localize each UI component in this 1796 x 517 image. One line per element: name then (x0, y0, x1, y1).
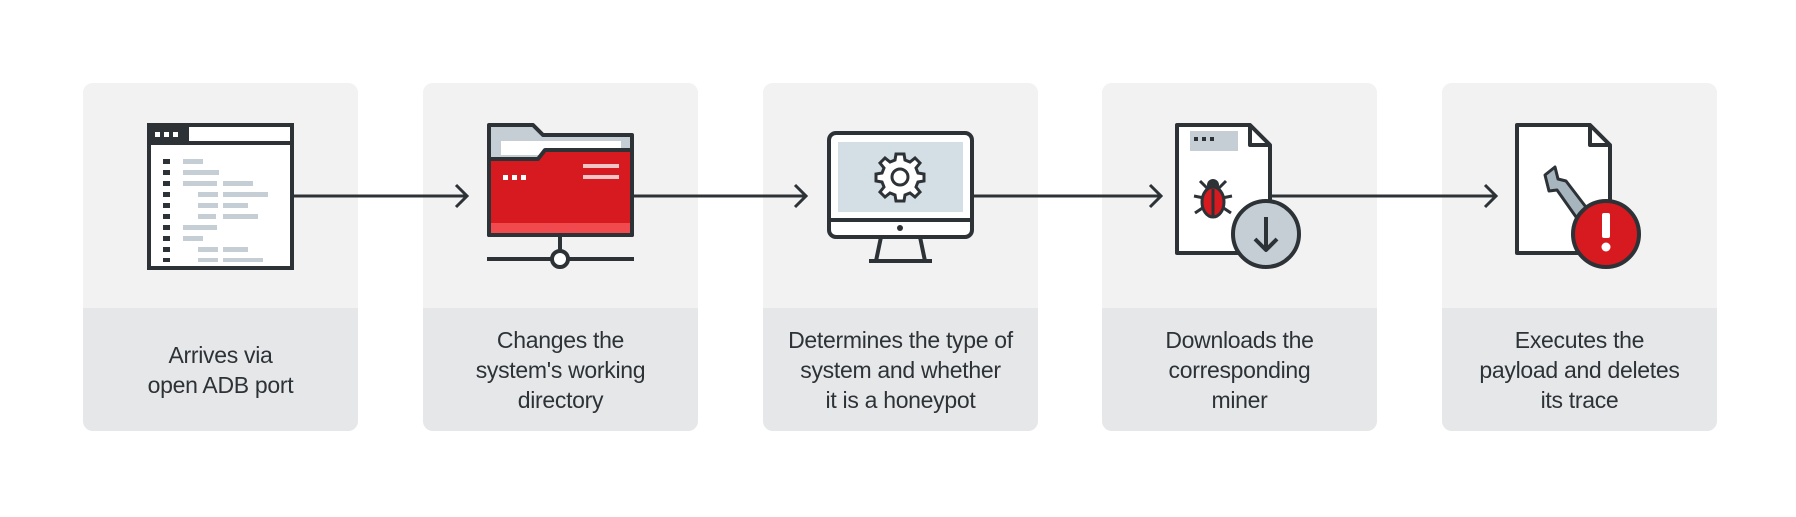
step-1-label-area: Arrives via open ADB port (83, 308, 358, 431)
step-2-icon-area (423, 83, 698, 308)
step-2-label-area: Changes the system's working directory (423, 308, 698, 431)
step-4-label: Downloads the corresponding miner (1165, 326, 1314, 413)
network-folder-icon (487, 123, 634, 269)
terminal-window-icon (147, 123, 294, 270)
step-card-1: Arrives via open ADB port (83, 83, 358, 431)
step-5-label: Executes the payload and deletes its tra… (1479, 326, 1680, 413)
step-card-2: Changes the system's working directory (423, 83, 698, 431)
step-1-icon-area (83, 83, 358, 308)
monitor-gear-icon (827, 131, 974, 263)
file-alert-icon (1515, 123, 1641, 269)
step-4-icon-area (1102, 83, 1377, 308)
step-2-label: Changes the system's working directory (475, 326, 646, 413)
step-3-icon-area (763, 83, 1038, 308)
step-card-4: Downloads the corresponding miner (1102, 83, 1377, 431)
step-1-label: Arrives via open ADB port (147, 341, 294, 398)
bug-file-download-icon (1175, 123, 1301, 269)
step-5-icon-area (1442, 83, 1717, 308)
step-3-label: Determines the type of system and whethe… (788, 326, 1013, 413)
step-card-3: Determines the type of system and whethe… (763, 83, 1038, 431)
step-4-label-area: Downloads the corresponding miner (1102, 308, 1377, 431)
step-3-label-area: Determines the type of system and whethe… (763, 308, 1038, 431)
step-5-label-area: Executes the payload and deletes its tra… (1442, 308, 1717, 431)
step-card-5: Executes the payload and deletes its tra… (1442, 83, 1717, 431)
